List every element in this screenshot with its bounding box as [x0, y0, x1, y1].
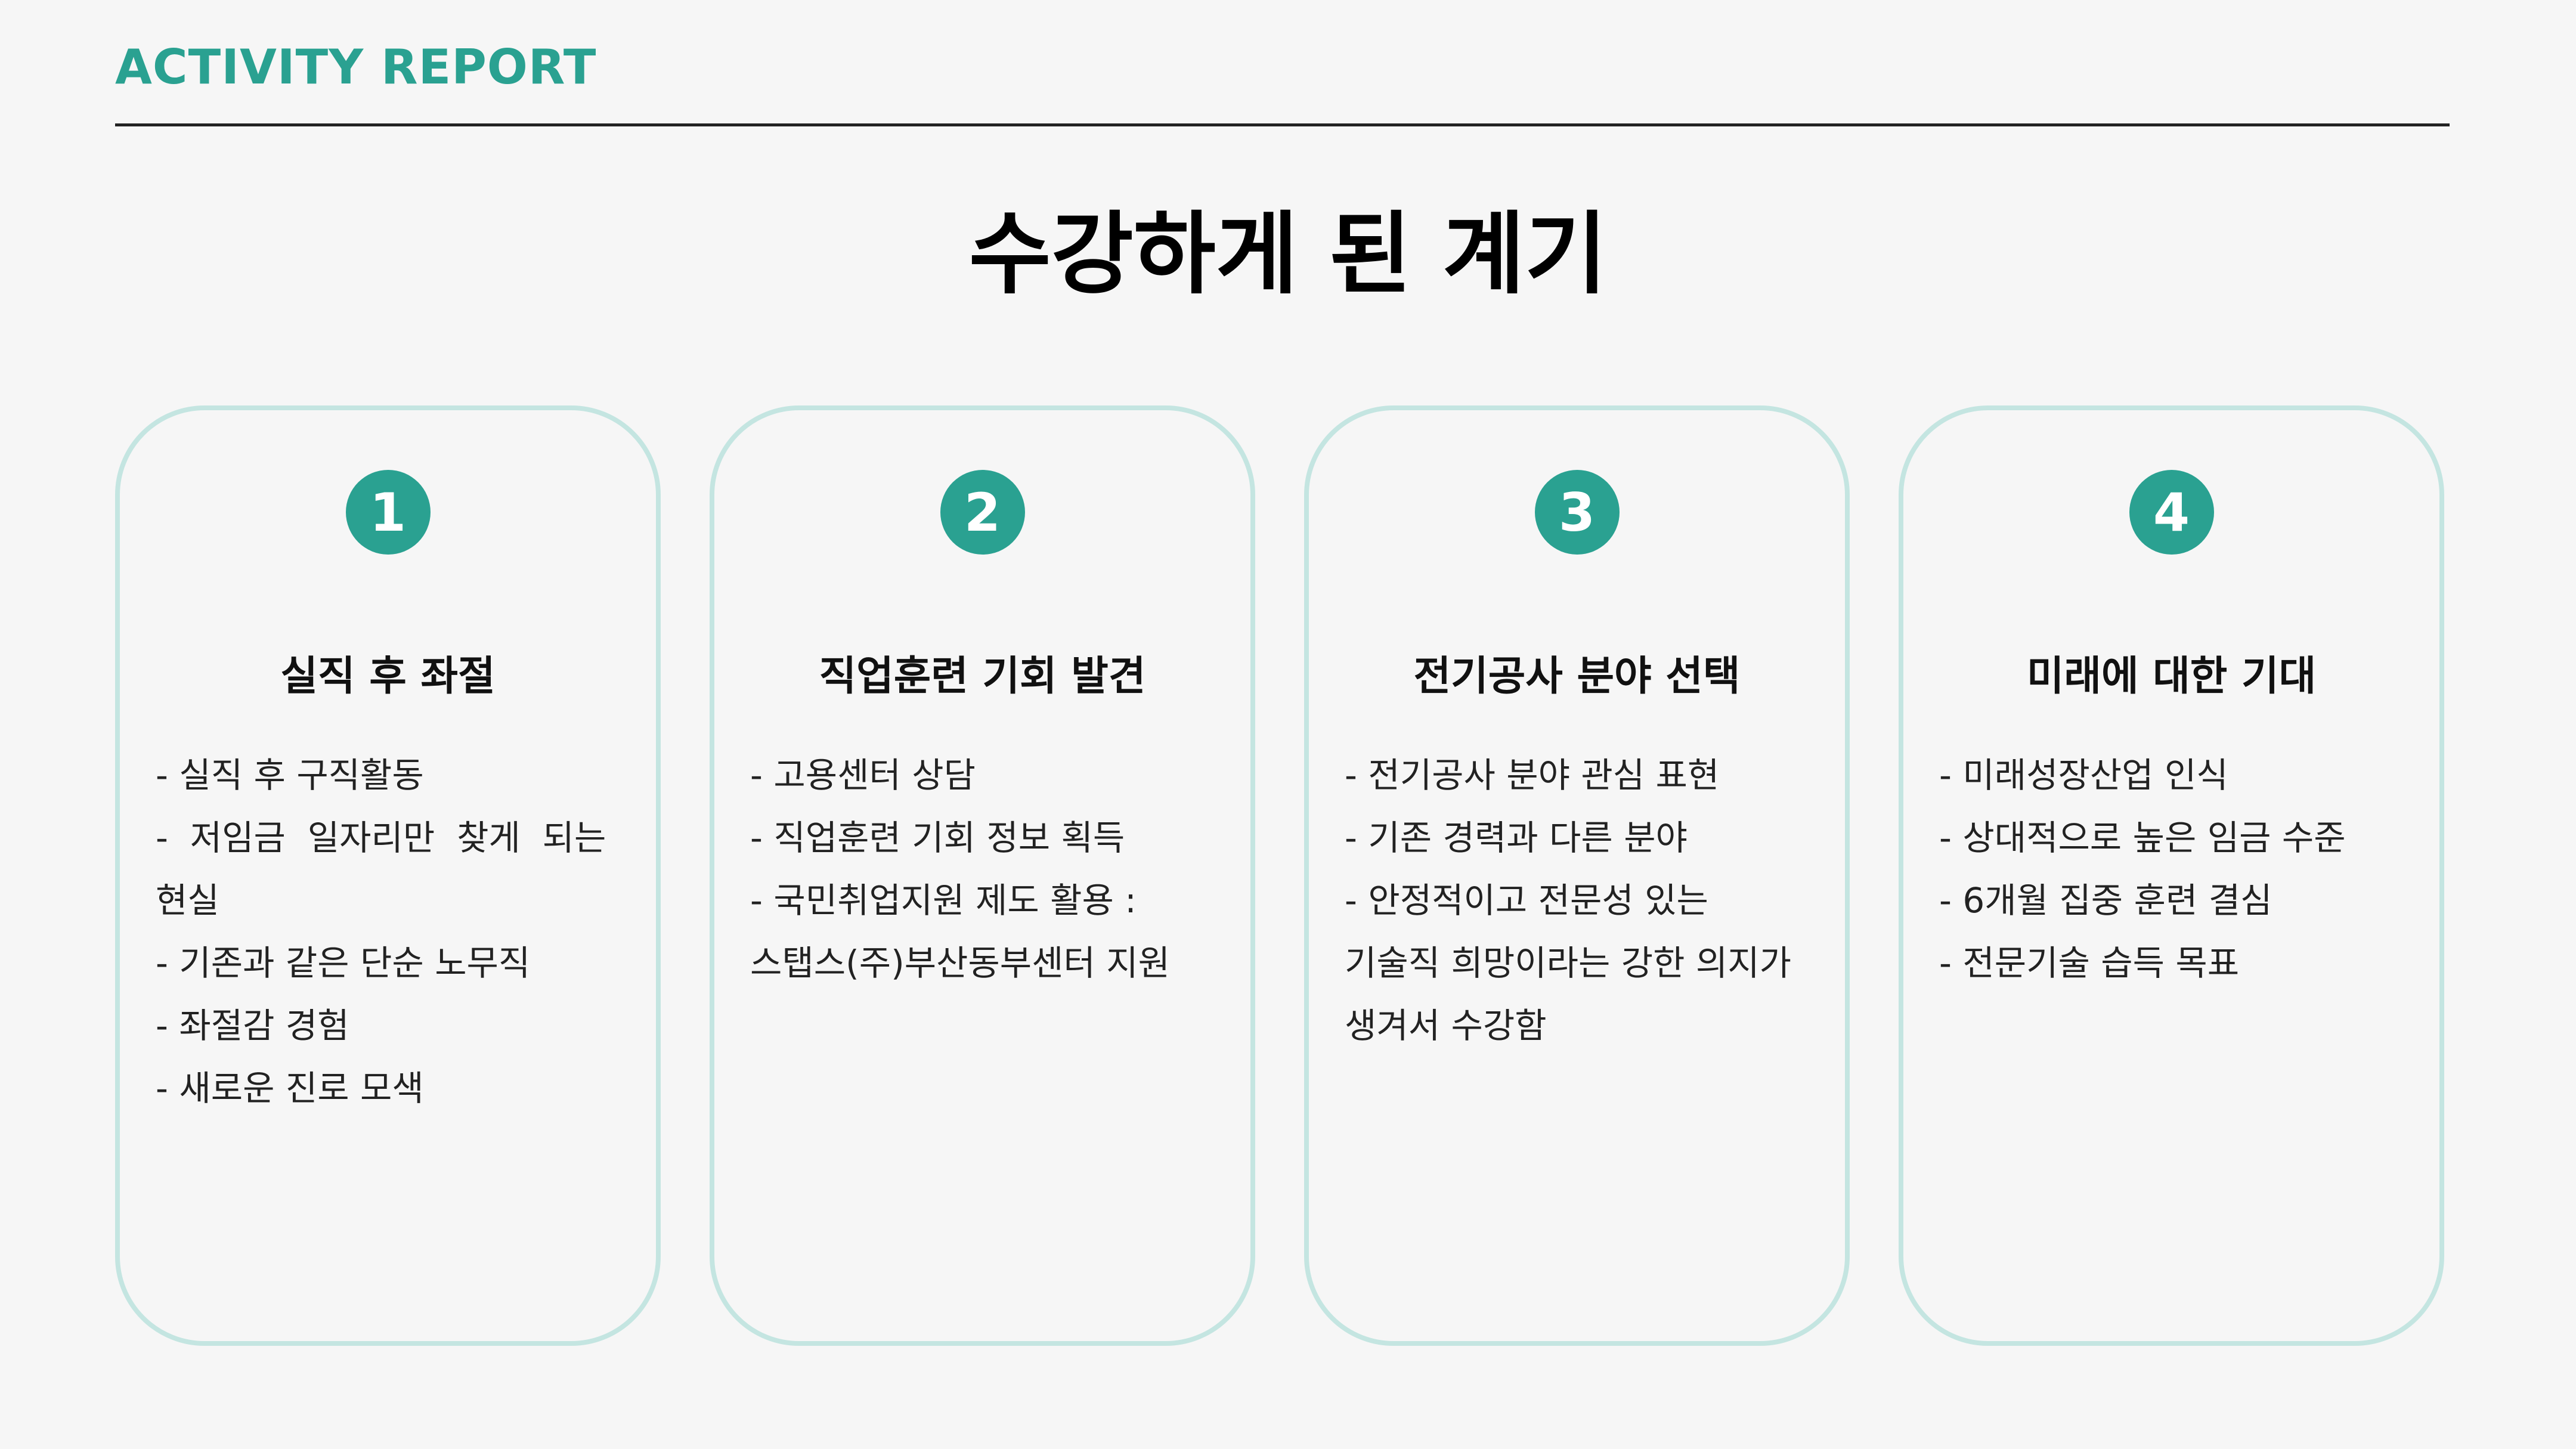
- card-line: - 저임금 일자리만 찾게 되는: [156, 818, 606, 858]
- reason-cards: 1 실직 후 좌절 - 실직 후 구직활동 - 저임금 일자리만 찾게 되는 현…: [115, 405, 2450, 1351]
- card-line: - 기존과 같은 단순 노무직: [156, 943, 531, 983]
- step-number-badge: 3: [1534, 470, 1620, 555]
- card-line: - 미래성장산업 인식: [1939, 755, 2228, 795]
- card-line: 생겨서 수강함: [1345, 1005, 1547, 1046]
- step-number-badge: 1: [345, 470, 431, 555]
- card-line: 스탭스(주)부산동부센터 지원: [750, 943, 1171, 983]
- step-number-badge: 4: [2129, 470, 2214, 555]
- reason-card-1: 1 실직 후 좌절 - 실직 후 구직활동 - 저임금 일자리만 찾게 되는 현…: [115, 405, 661, 1346]
- card-title: 미래에 대한 기대: [2026, 653, 2317, 700]
- card-line: - 6개월 집중 훈련 결심: [1939, 880, 2272, 921]
- card-title: 직업훈련 기회 발견: [819, 653, 1146, 700]
- card-line: - 새로운 진로 모색: [156, 1068, 424, 1109]
- step-number-badge: 2: [940, 470, 1025, 555]
- card-title: 실직 후 좌절: [280, 653, 496, 700]
- card-line: - 직업훈련 기회 정보 획득: [750, 818, 1125, 858]
- reason-card-2: 2 직업훈련 기회 발견 - 고용센터 상담 - 직업훈련 기회 정보 획득 -…: [710, 405, 1255, 1346]
- card-line: - 기존 경력과 다른 분야: [1345, 818, 1688, 858]
- card-line: - 좌절감 경험: [156, 1005, 349, 1046]
- card-line: 기술직 희망이라는 강한 의지가: [1345, 943, 1791, 983]
- report-header-title: ACTIVITY REPORT: [115, 39, 597, 95]
- reason-card-4: 4 미래에 대한 기대 - 미래성장산업 인식 - 상대적으로 높은 임금 수준…: [1899, 405, 2444, 1346]
- card-line: - 국민취업지원 제도 활용 :: [750, 880, 1137, 921]
- card-line: - 안정적이고 전문성 있는: [1345, 880, 1708, 921]
- card-line: - 전문기술 습득 목표: [1939, 943, 2240, 983]
- card-line: - 상대적으로 높은 임금 수준: [1939, 818, 2346, 858]
- page-title: 수강하게 된 계기: [968, 203, 1608, 306]
- card-title: 전기공사 분야 선택: [1413, 653, 1741, 700]
- header-divider: [115, 123, 2450, 126]
- card-body: - 전기공사 분야 관심 표현 - 기존 경력과 다른 분야 - 안정적이고 전…: [1345, 744, 1815, 1057]
- card-line: - 전기공사 분야 관심 표현: [1345, 755, 1720, 795]
- card-body: - 미래성장산업 인식 - 상대적으로 높은 임금 수준 - 6개월 집중 훈련…: [1939, 744, 2410, 995]
- card-body: - 실직 후 구직활동 - 저임금 일자리만 찾게 되는 현실 - 기존과 같은…: [156, 744, 626, 1120]
- card-line: - 고용센터 상담: [750, 755, 976, 795]
- reason-card-3: 3 전기공사 분야 선택 - 전기공사 분야 관심 표현 - 기존 경력과 다른…: [1304, 405, 1850, 1346]
- card-body: - 고용센터 상담 - 직업훈련 기회 정보 획득 - 국민취업지원 제도 활용…: [750, 744, 1221, 995]
- card-line: 현실: [156, 880, 219, 921]
- card-line: - 실직 후 구직활동: [156, 755, 424, 795]
